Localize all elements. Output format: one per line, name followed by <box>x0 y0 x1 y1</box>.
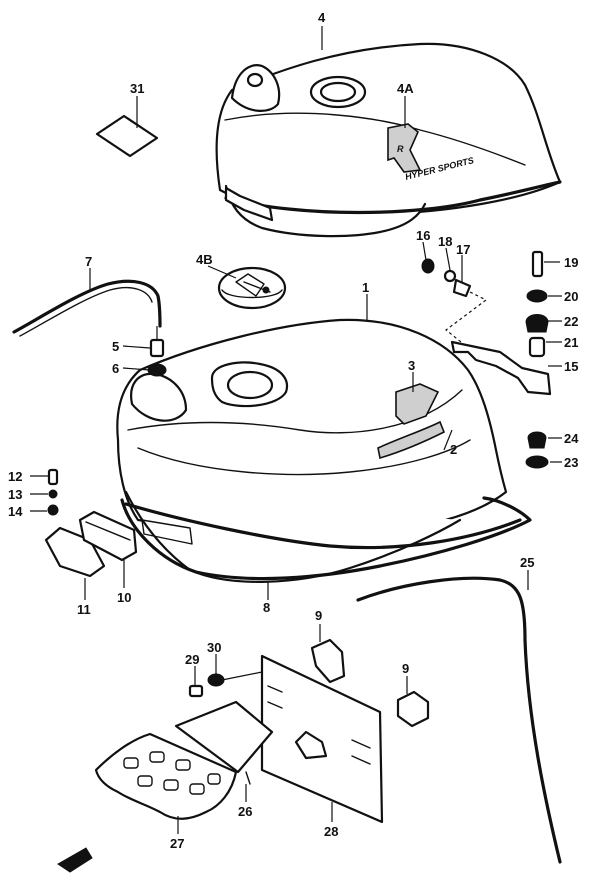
hardware-19-24 <box>525 250 549 469</box>
leader-lines <box>30 26 562 834</box>
seal-strip-part <box>120 496 532 581</box>
callout-11: 11 <box>77 602 91 617</box>
decal-plate-31 <box>95 114 159 158</box>
callout-labels: 4 4A 31 4B 7 1 3 2 5 6 16 18 17 19 20 22… <box>8 10 579 851</box>
callout-18: 18 <box>438 234 452 249</box>
callout-14: 14 <box>8 504 23 519</box>
callout-12: 12 <box>8 469 22 484</box>
tank-side-decal <box>377 420 446 460</box>
callout-25: 25 <box>520 555 534 570</box>
callout-21: 21 <box>564 335 578 350</box>
callout-23: 23 <box>564 455 578 470</box>
fuel-tank-part <box>116 318 522 583</box>
callout-4: 4 <box>318 10 326 25</box>
callout-4b: 4B <box>196 252 213 267</box>
washer-30 <box>207 673 225 687</box>
bracket-part-15 <box>450 340 552 396</box>
callout-2: 2 <box>450 442 457 457</box>
panel-part-28 <box>260 654 384 824</box>
callout-13: 13 <box>8 487 22 502</box>
breather-hose-part <box>12 279 162 334</box>
screw-29 <box>188 684 204 698</box>
callout-22: 22 <box>564 314 578 329</box>
callout-7: 7 <box>85 254 92 269</box>
callout-29: 29 <box>185 652 199 667</box>
tank-cover-part: R HYPER SPORTS <box>215 42 562 238</box>
fuel-cap-part <box>217 266 287 310</box>
callout-6: 6 <box>112 361 119 376</box>
emblem-decal-4a: R <box>387 123 422 173</box>
callout-16: 16 <box>416 228 430 243</box>
callout-5: 5 <box>112 339 119 354</box>
callout-8: 8 <box>263 600 270 615</box>
callout-1: 1 <box>362 280 369 295</box>
mat-part-27 <box>94 732 238 820</box>
cushion-pad-10 <box>78 510 138 562</box>
emblem-decal-3 <box>395 383 440 425</box>
callout-28: 28 <box>324 824 338 839</box>
callout-3: 3 <box>408 358 415 373</box>
clip-part-9b <box>396 690 430 728</box>
callout-9-lower: 9 <box>402 661 409 676</box>
callout-24: 24 <box>564 431 579 446</box>
callout-20: 20 <box>564 289 578 304</box>
bolt-washer-5-6 <box>147 326 167 377</box>
front-arrow-icon <box>57 847 93 873</box>
fasteners-16-18 <box>421 258 488 347</box>
callout-31: 31 <box>130 81 144 96</box>
callout-10: 10 <box>117 590 131 605</box>
sheet-part-26 <box>174 700 274 774</box>
callout-26: 26 <box>238 804 252 819</box>
callout-15: 15 <box>564 359 578 374</box>
fasteners-12-14 <box>47 468 59 516</box>
callout-27: 27 <box>170 836 184 851</box>
clip-part-9a <box>310 638 346 684</box>
svg-text:R: R <box>397 144 404 154</box>
callout-30: 30 <box>207 640 221 655</box>
callout-4a: 4A <box>397 81 414 96</box>
callout-17: 17 <box>456 242 470 257</box>
drain-hose-part <box>356 576 562 864</box>
callout-19: 19 <box>564 255 578 270</box>
callout-9-upper: 9 <box>315 608 322 623</box>
